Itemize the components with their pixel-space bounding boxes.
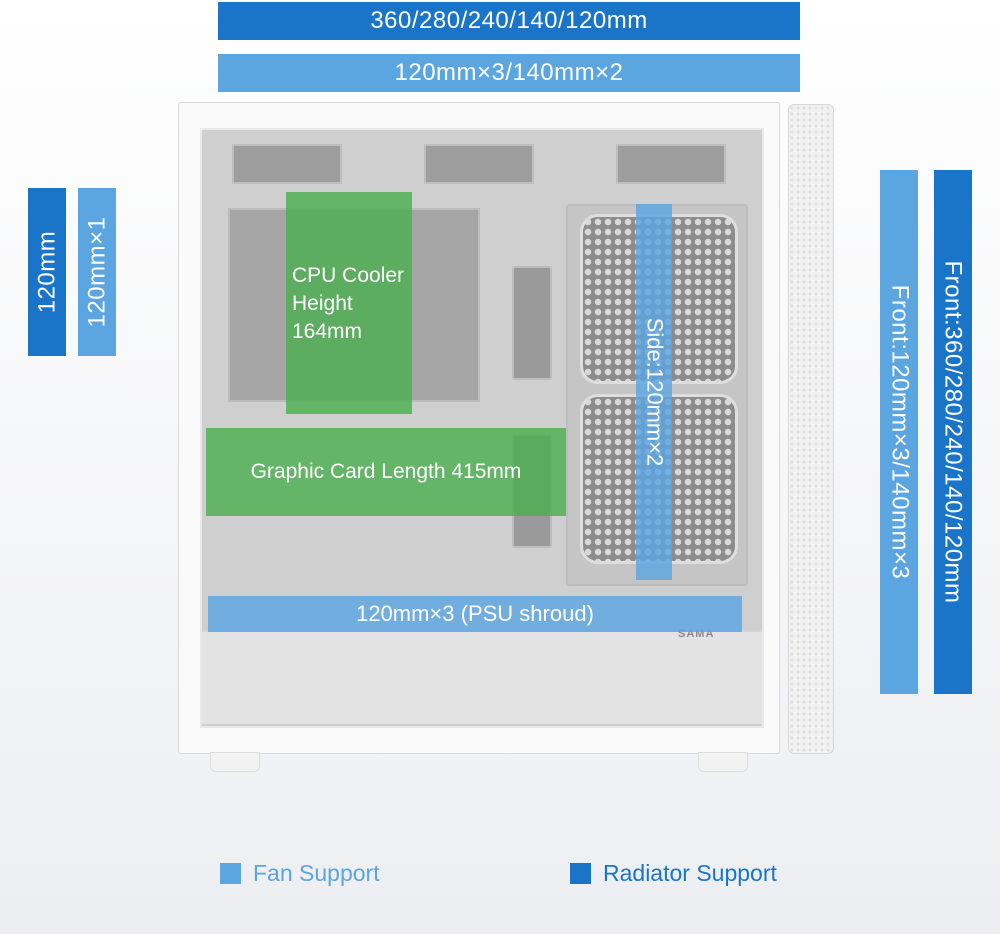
top-radiator-bar: 360/280/240/140/120mm	[218, 2, 800, 40]
cpu-cooler-line-1: CPU Cooler	[292, 264, 405, 287]
cpu-cooler-clearance: CPU Cooler Height 164mm	[286, 192, 412, 414]
radiator-support-swatch	[570, 863, 591, 884]
legend-fan: Fan Support	[220, 860, 380, 887]
front-mesh-panel	[788, 104, 834, 754]
fan-support-swatch	[220, 863, 241, 884]
side-fan-support: Side:120mm×2	[636, 204, 672, 580]
psu-chamber	[202, 630, 762, 724]
rear-fan-bar: 120mm×1	[78, 188, 116, 356]
cpu-cooler-line-2: Height	[292, 292, 353, 315]
top-cutout-2	[424, 144, 534, 184]
psu-shroud-label: 120mm×3 (PSU shroud)	[356, 601, 594, 626]
cable-slot-upper	[512, 266, 552, 380]
legend-radiator-label: Radiator Support	[603, 860, 777, 886]
psu-shroud-fan-support: 120mm×3 (PSU shroud)	[208, 596, 742, 632]
top-cutout-3	[616, 144, 726, 184]
top-fan-bar: 120mm×3/140mm×2	[218, 54, 800, 92]
graphic-card-label: Graphic Card Length 415mm	[250, 460, 522, 483]
rear-radiator-bar: 120mm	[28, 188, 66, 356]
side-fan-label: Side:120mm×2	[642, 317, 667, 467]
front-radiator-bar: Front:360/280/240/140/120mm	[934, 170, 972, 694]
top-cutout-1	[232, 144, 342, 184]
front-fan-bar: Front:120mm×3/140mm×3	[880, 170, 918, 694]
case-foot-right	[698, 752, 748, 772]
rear-radiator-label: 120mm	[33, 230, 60, 314]
top-fan-label: 120mm×3/140mm×2	[394, 59, 624, 86]
cpu-cooler-line-3: 164mm	[292, 320, 363, 343]
graphic-card-clearance: Graphic Card Length 415mm	[206, 428, 566, 516]
front-radiator-label: Front:360/280/240/140/120mm	[940, 260, 967, 604]
rear-fan-label: 120mm×1	[83, 216, 111, 328]
front-fan-label: Front:120mm×3/140mm×3	[886, 284, 914, 580]
case-foot-left	[210, 752, 260, 772]
legend-fan-label: Fan Support	[253, 860, 380, 886]
legend-radiator: Radiator Support	[570, 860, 777, 887]
top-radiator-label: 360/280/240/140/120mm	[370, 7, 648, 34]
